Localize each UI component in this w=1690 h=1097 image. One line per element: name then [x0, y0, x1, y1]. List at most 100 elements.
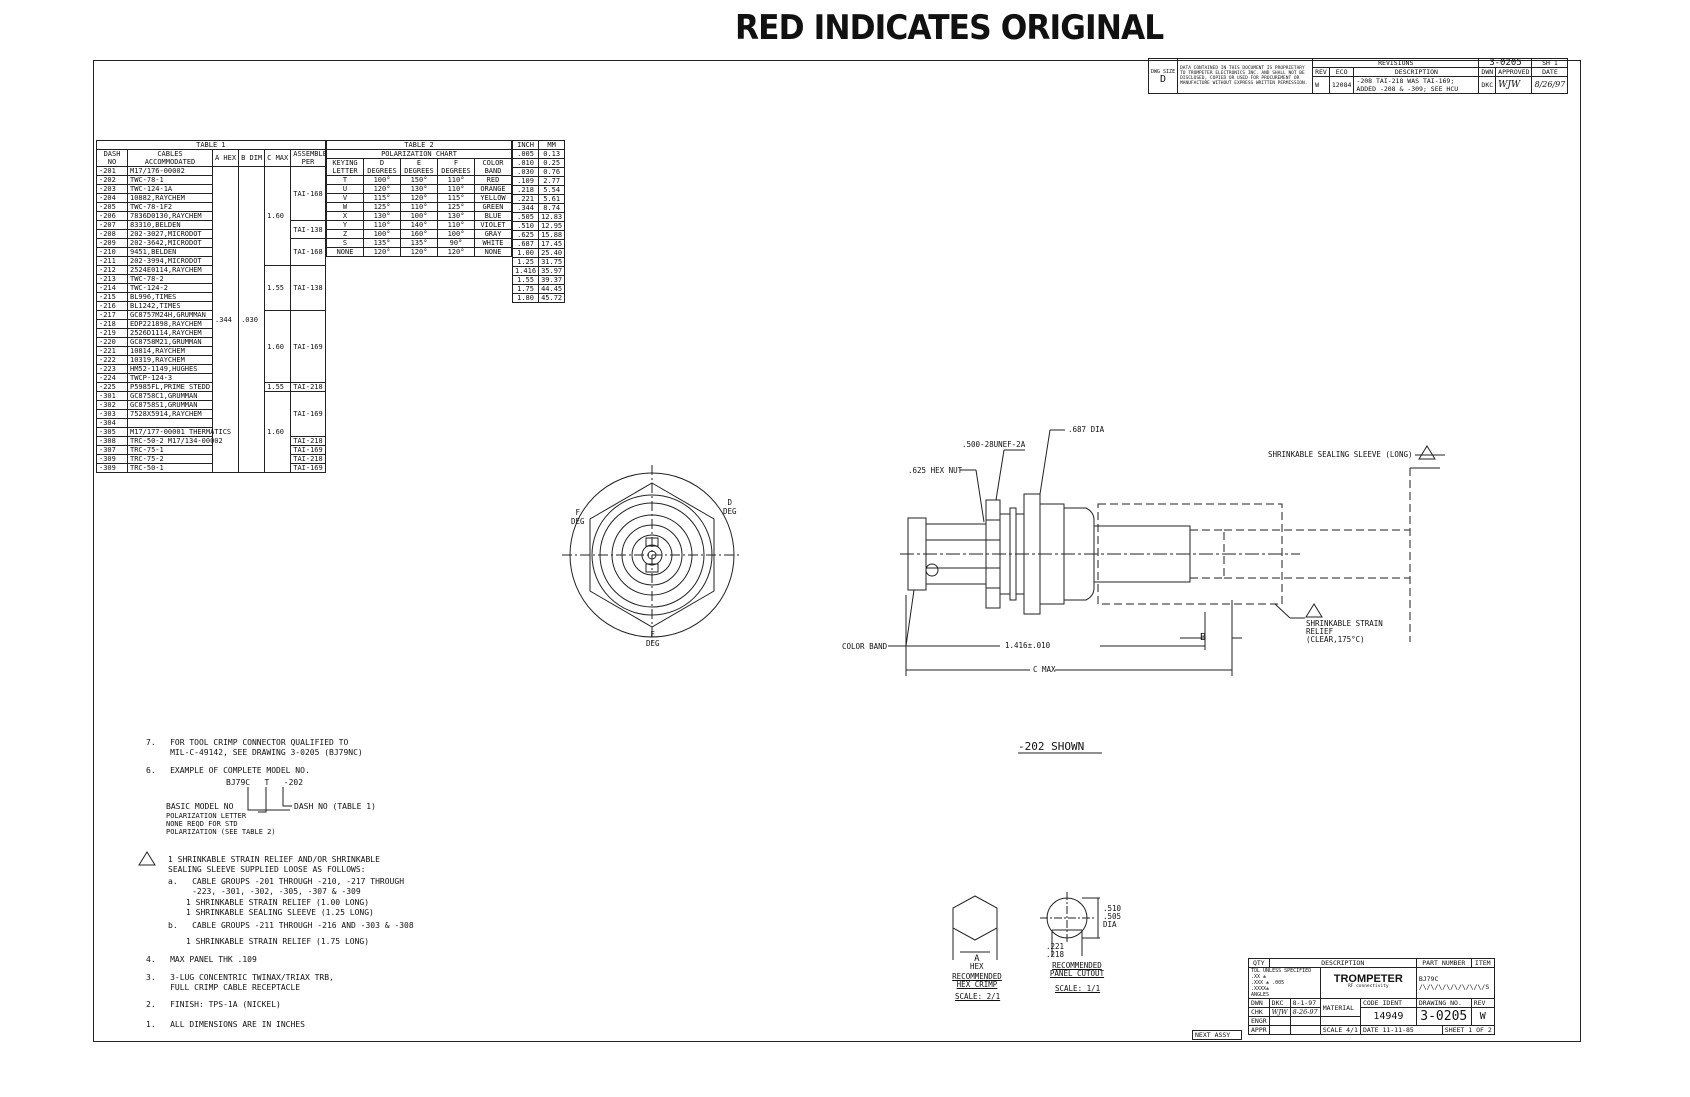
view-shown-caption: -202 SHOWN: [1018, 740, 1085, 753]
model-polar-label: POLARIZATION LETTER NONE REQD FOR STD PO…: [166, 812, 276, 836]
model-leader-dash: [282, 787, 292, 807]
panel-cutout-view: [1040, 892, 1100, 956]
note-4: 4. MAX PANEL THK .109: [146, 955, 257, 964]
note-3: 3. 3-LUG CONCENTRIC TWINAX/TRIAX TRB, FU…: [146, 973, 334, 992]
tb-drawing-no-label: DRAWING NO.: [1415, 998, 1472, 1008]
cutout-scale: SCALE: 1/1: [1055, 984, 1101, 993]
dwg-size-label: DWG SIZE: [1151, 69, 1176, 75]
thread-callout: .500-28UNEF-2A: [962, 440, 1026, 449]
cutout-title: RECOMMENDED PANEL CUTOUT: [1049, 961, 1105, 978]
table-1-assemble-per: TAI-169: [290, 391, 326, 437]
table-2: TABLE 2 POLARIZATION CHART KEYING LETTER…: [326, 140, 512, 257]
drawing-frame: [93, 60, 1581, 1042]
tb-dwn: DKC: [1268, 998, 1291, 1008]
hex-crimp-view: [952, 895, 998, 960]
note-1: 1. ALL DIMENSIONS ARE IN INCHES: [146, 1020, 305, 1029]
tb-part-number: PART NUMBER: [1415, 958, 1472, 968]
table-2-header: D DEGREES: [363, 158, 401, 176]
tb-code-ident-label: CODE IDENT: [1359, 998, 1417, 1008]
b-dimension: B: [1200, 632, 1207, 643]
rev-value: W: [1312, 76, 1330, 94]
note-2: 2. FINISH: TPS-1A (NICKEL): [146, 1000, 281, 1009]
tb-rev: W: [1470, 1007, 1495, 1026]
dwg-size: D: [1160, 74, 1167, 85]
note-5a-items: 1 SHRINKABLE STRAIN RELIEF (1.00 LONG) 1…: [186, 898, 374, 917]
table-3-cell: 45.72: [538, 293, 566, 303]
note-flag-triangle: [138, 851, 156, 866]
note-6: 6. EXAMPLE OF COMPLETE MODEL NO.: [146, 766, 310, 775]
tb-appr-label: APPR: [1248, 1025, 1270, 1035]
table-1-cable: TRC-50-1: [127, 463, 213, 473]
model-leader-polar: [258, 787, 267, 813]
tb-scale: SCALE 4/1: [1319, 1025, 1361, 1035]
tb-part-code: BJ79C /\/\/\/\/\/\/\/\/S: [1415, 967, 1495, 999]
table-1-c-max: 1.60: [264, 166, 292, 266]
rev-description: -208 TAI-218 WAS TAI-169; ADDED -208 & -…: [1353, 76, 1480, 94]
front-view: [562, 465, 742, 645]
cutout-flat: .221.218: [1046, 942, 1065, 959]
model-example: BJ79C T -202: [226, 778, 304, 787]
tb-drawing-no: 3-0205: [1415, 1007, 1472, 1026]
tb-qty: QTY: [1248, 958, 1270, 968]
eco-value: 12084: [1328, 76, 1355, 94]
tb-description: DESCRIPTION: [1268, 958, 1417, 968]
relief-callout: SHRINKABLE STRAIN RELIEF (CLEAR,175°C): [1306, 619, 1383, 644]
sleeve-callout: SHRINKABLE SEALING SLEEVE (LONG): [1268, 450, 1413, 459]
tb-material-label: MATERIAL: [1319, 998, 1361, 1017]
hex-crimp-scale: SCALE: 2/1: [955, 992, 1001, 1001]
table-1-header: ASSEMBLE PER: [290, 149, 327, 167]
length-dimension: 1.416±.010: [1005, 641, 1051, 650]
approved-signature: WJW: [1495, 76, 1533, 94]
note-5a: a. CABLE GROUPS -201 THROUGH -210, -217 …: [168, 877, 405, 896]
sleeve-flag-triangle: [1418, 445, 1436, 460]
table-1-b-dim: .030: [238, 166, 266, 473]
relief-flag-triangle: [1305, 603, 1323, 618]
table-1-a-hex: .344: [211, 166, 240, 473]
dia-callout: .687 DIA: [1068, 425, 1105, 434]
note-5b: b. CABLE GROUPS -211 THROUGH -216 AND -3…: [168, 921, 414, 930]
model-basic-label: BASIC MODEL NO: [166, 802, 234, 811]
proprietary-notice: DATA CONTAINED IN THIS DOCUMENT IS PROPR…: [1177, 58, 1314, 94]
note-5: 1 SHRINKABLE STRAIN RELIEF AND/OR SHRINK…: [168, 855, 380, 874]
table-2-cell: NONE: [474, 247, 512, 257]
date-value: 8/26/97: [1531, 76, 1569, 94]
table-1-assemble-per: TAI-168: [290, 238, 326, 266]
hex-crimp-title: RECOMMENDED HEX CRIMP: [952, 972, 1002, 989]
original-stamp: RED INDICATES ORIGINAL: [735, 8, 1164, 48]
title-block: QTY DESCRIPTION PART NUMBER ITEM TOL UNL…: [1248, 958, 1495, 1035]
tb-code: 14949: [1359, 1007, 1417, 1026]
table-1-assemble-per: TAI-169: [290, 463, 326, 473]
tb-dwn-label: DWN: [1248, 998, 1270, 1008]
table-1-c-max: 1.60: [264, 310, 292, 383]
tb-date: DATE 11-11-85: [1359, 1025, 1443, 1035]
tb-sheet: SHEET 1 OF 2: [1441, 1025, 1495, 1035]
color-band-callout: COLOR BAND: [842, 642, 888, 651]
c-dimension: C MAX: [1033, 665, 1056, 674]
tb-chk-date: 8-26-97: [1289, 1007, 1321, 1017]
table-1-c-max: 1.55: [264, 265, 292, 311]
revision-block: DWG SIZE D DATA CONTAINED IN THIS DOCUME…: [1147, 58, 1569, 94]
table-2-header: COLOR BAND: [474, 158, 512, 176]
hex-nut-callout: .625 HEX NUT: [908, 466, 963, 475]
tb-rev-label: REV: [1470, 998, 1495, 1008]
table-1-assemble-per: TAI-168: [290, 166, 326, 221]
tb-tolerance: TOL UNLESS SPECIFIED .XX ± .XXX ± .005 .…: [1248, 967, 1321, 999]
